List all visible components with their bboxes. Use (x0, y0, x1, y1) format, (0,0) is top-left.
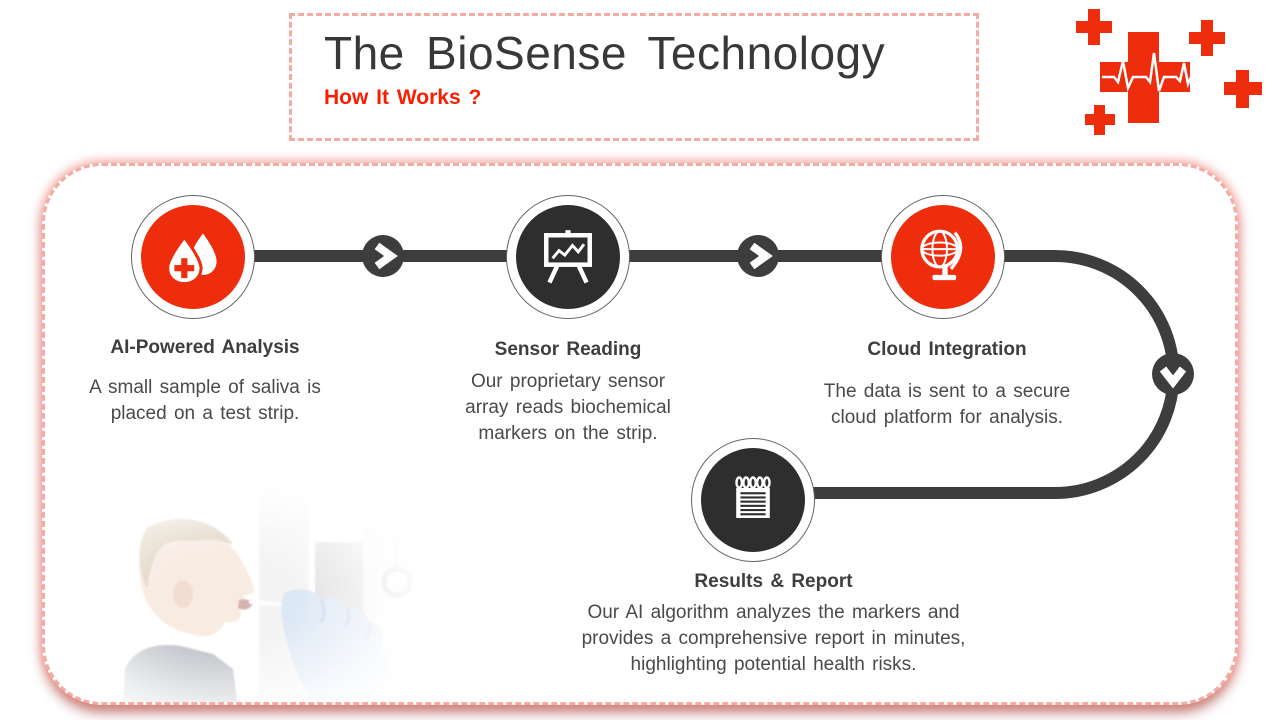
notepad-icon (735, 476, 771, 518)
step-circle-sensor-reading-fill (516, 205, 620, 309)
step-label: AI-Powered Analysis (110, 337, 300, 358)
step-text-results-report: Results & Report Our AI algorithm analyz… (581, 571, 966, 677)
chevron-right-icon (737, 235, 779, 277)
page-title: The BioSense Technology (324, 27, 886, 79)
blood-drops-icon (166, 233, 217, 286)
small-cross-icon (1189, 20, 1225, 56)
small-cross-icon (1085, 105, 1115, 135)
step-circle-sensor-reading (506, 195, 630, 319)
process-panel: AI-Powered Analysis A small sample of sa… (42, 163, 1238, 705)
step-description: Our proprietary sensor array reads bioch… (465, 371, 671, 444)
step-text-ai-analysis: AI-Powered Analysis A small sample of sa… (65, 337, 345, 427)
page-subtitle: How It Works ? (324, 85, 482, 109)
step-description: Our AI algorithm analyzes the markers an… (581, 602, 966, 675)
small-cross-icon (1076, 9, 1112, 45)
small-cross-icon (1224, 70, 1262, 108)
step-circle-ai-analysis (131, 195, 255, 319)
chevron-down-icon (1152, 353, 1194, 395)
step-circle-results-report (691, 438, 815, 562)
photo-fade-overlay (63, 454, 421, 702)
step-label: Results & Report (694, 571, 853, 592)
step-circle-ai-analysis-fill (141, 205, 245, 309)
saliva-test-photo (63, 454, 421, 702)
title-box: The BioSense Technology How It Works ? (289, 13, 979, 141)
step-circle-cloud-integration-fill (891, 205, 995, 309)
chevron-right-icon (362, 235, 404, 277)
process-flow-connector (193, 235, 1194, 499)
step-text-sensor-reading: Sensor Reading Our proprietary sensor ar… (448, 339, 688, 446)
step-label: Sensor Reading (494, 339, 642, 360)
step-circle-results-report-fill (701, 448, 805, 552)
step-description: A small sample of saliva is placed on a … (89, 377, 321, 424)
step-label: Cloud Integration (867, 339, 1027, 360)
medical-crosses-icon (1076, 9, 1262, 135)
globe-icon (920, 229, 963, 281)
step-text-cloud-integration: Cloud Integration The data is sent to a … (807, 339, 1087, 431)
step-circle-cloud-integration (881, 195, 1005, 319)
step-description: The data is sent to a secure cloud platf… (823, 381, 1071, 428)
easel-chart-icon (544, 230, 592, 284)
